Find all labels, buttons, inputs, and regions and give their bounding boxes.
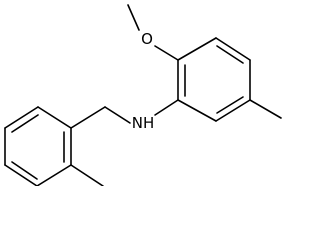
nh-atom-label: NH: [132, 114, 155, 132]
tolyl-bond-c: [4, 164, 38, 186]
tolyl-bond-e: [4, 106, 39, 129]
oxygen-to-ring-bond: [154, 45, 179, 61]
ring-bond-c4-c5: [215, 99, 251, 122]
methoxy-group: [127, 4, 179, 61]
ring-bond-c1-c2: [177, 37, 217, 61]
tolyl-double-bond-e: [11, 114, 39, 133]
tolyl-double-bond-c: [11, 161, 38, 180]
tolyl-methyl-bond: [70, 164, 104, 186]
nitrogen-to-methylene-bond: [104, 106, 131, 124]
methylene-to-ring-bond: [70, 106, 106, 129]
tolyl-bond-b: [36, 164, 72, 186]
tolyl-ring: [4, 106, 72, 186]
methyl-to-oxygen-bond: [127, 4, 140, 31]
ring-to-nitrogen-bond: [154, 99, 179, 116]
ring-double-bond-c2-c3: [216, 45, 244, 64]
tolyl-bond-f: [37, 106, 72, 129]
ring-double-bond-c4-c5: [216, 96, 244, 114]
anisidine-ring: [177, 37, 251, 122]
ring-methyl-bond: [249, 99, 282, 119]
ring-bond-c5-c6: [177, 99, 217, 122]
ring-bond-c2-c3: [215, 37, 251, 61]
oxygen-atom-label: O: [141, 30, 153, 48]
chemical-structure-diagram: O NH: [4, 4, 282, 186]
